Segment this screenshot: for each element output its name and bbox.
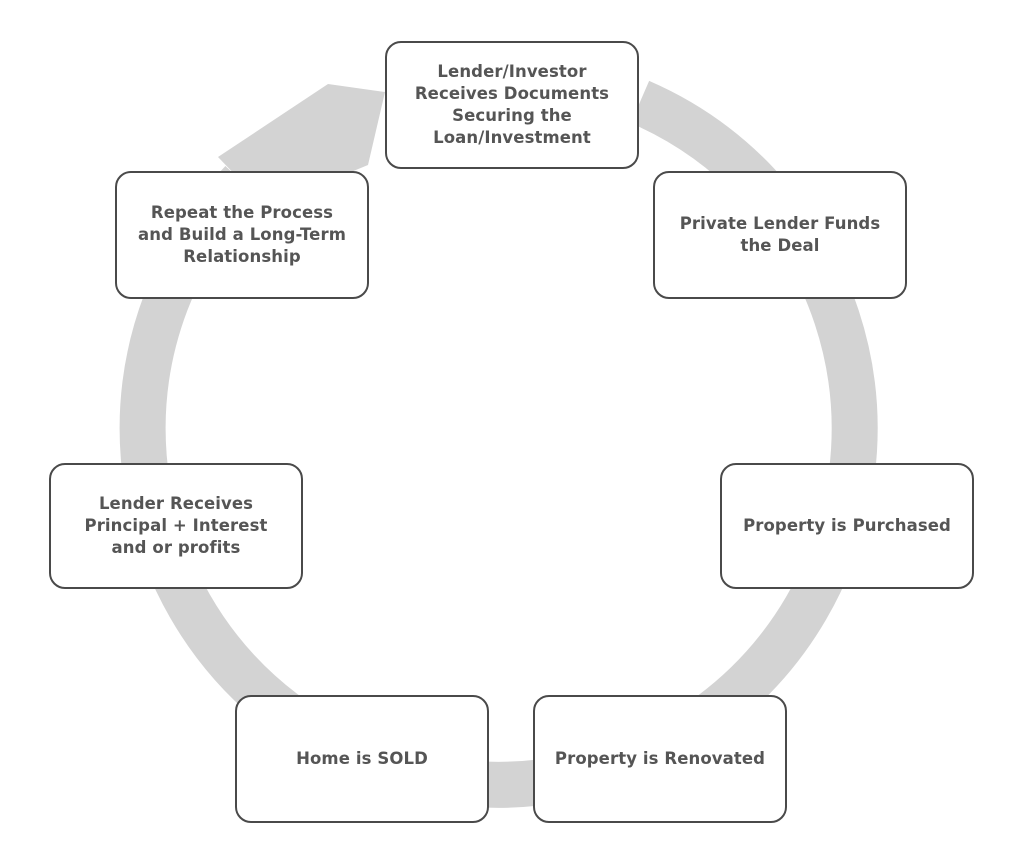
step-label: Lender Receives Principal + Interest and… [84,494,268,557]
step-label: Lender/Investor Receives Documents Secur… [414,62,610,147]
step-property-renovated: Property is Renovated [533,695,787,823]
step-repeat-process: Repeat the Process and Build a Long-Term… [115,171,369,299]
step-documents-securing-loan: Lender/Investor Receives Documents Secur… [385,41,639,169]
step-home-sold: Home is SOLD [235,695,489,823]
step-label: Private Lender Funds the Deal [679,214,881,255]
step-lender-receives-principal: Lender Receives Principal + Interest and… [49,463,303,589]
step-label: Property is Purchased [743,516,951,535]
step-label: Home is SOLD [296,749,428,768]
step-private-lender-funds: Private Lender Funds the Deal [653,171,907,299]
step-property-purchased: Property is Purchased [720,463,974,589]
step-label: Repeat the Process and Build a Long-Term… [137,203,347,266]
step-label: Property is Renovated [554,749,766,768]
